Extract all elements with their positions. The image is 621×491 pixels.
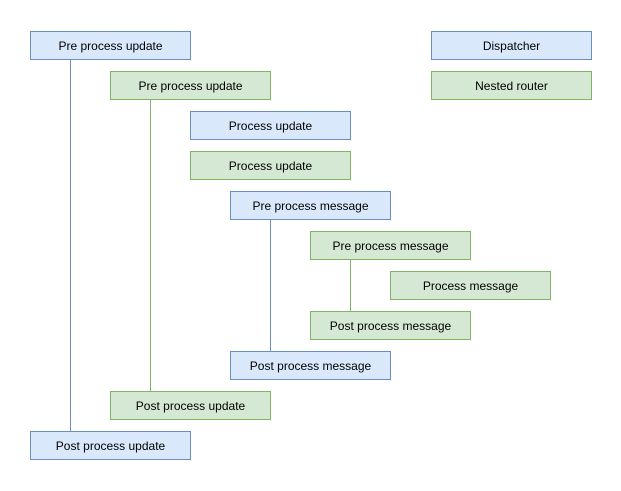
- node-post-process-update-dispatcher: Post process update: [30, 431, 191, 460]
- connector-update-dispatcher: [70, 59, 71, 431]
- node-dispatcher-legend: Dispatcher: [431, 31, 592, 60]
- node-process-update-nested-router: Process update: [190, 151, 351, 180]
- connector-message-nested-router: [350, 259, 351, 311]
- node-post-process-update-nested-router: Post process update: [110, 391, 271, 420]
- node-post-process-message-dispatcher: Post process message: [230, 351, 391, 380]
- connector-update-nested-router: [150, 99, 151, 391]
- connector-message-dispatcher: [270, 219, 271, 351]
- node-pre-process-update-nested-router: Pre process update: [110, 71, 271, 100]
- node-nested-router-legend: Nested router: [431, 71, 592, 100]
- node-process-message-nested-router: Process message: [390, 271, 551, 300]
- node-pre-process-message-nested-router: Pre process message: [310, 231, 471, 260]
- node-process-update-dispatcher: Process update: [190, 111, 351, 140]
- node-pre-process-message-dispatcher: Pre process message: [230, 191, 391, 220]
- node-pre-process-update-dispatcher: Pre process update: [30, 31, 191, 60]
- node-post-process-message-nested-router: Post process message: [310, 311, 471, 340]
